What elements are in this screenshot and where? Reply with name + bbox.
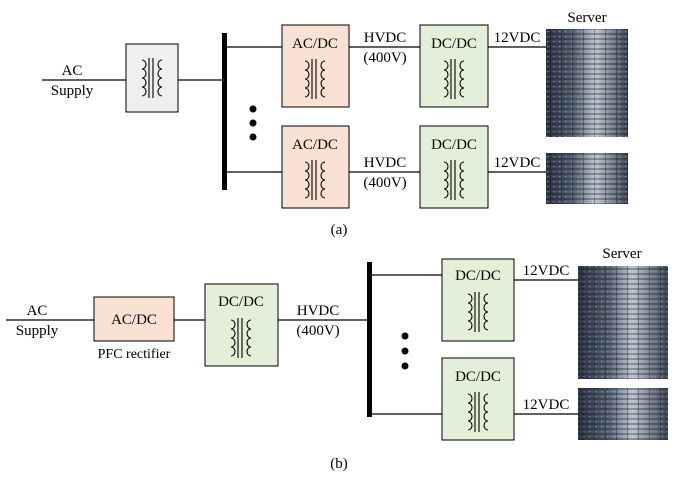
server-rack-image xyxy=(578,266,668,379)
ac-supply-label-a: AC xyxy=(62,63,83,79)
ac-dc-rectifier-block: AC/DC xyxy=(281,24,350,108)
ac-supply-label-b: AC xyxy=(27,303,48,319)
branch-top-a: AC/DC HVDC (400V) DC/DC 12VDC xyxy=(227,24,546,108)
output-voltage-label: 12VDC xyxy=(523,263,570,279)
hvdc-distribution-bus-b xyxy=(367,262,372,417)
ac-supply-sub-label-b: Supply xyxy=(16,323,59,339)
dc-dc-label: DC/DC xyxy=(431,137,477,153)
hvdc-label-b: HVDC xyxy=(297,303,340,319)
pfc-rectifier-block: AC/DC xyxy=(93,296,175,342)
server-label-b: Server xyxy=(602,246,641,262)
ac-dc-label: AC/DC xyxy=(292,36,338,52)
server-rack-image xyxy=(546,153,628,204)
dc-dc-converter-block: DC/DC xyxy=(419,24,489,108)
ac-supply-sub-label-a: Supply xyxy=(51,83,94,99)
diagram-b: AC Supply AC/DC PFC rectifier DC/DC HVDC… xyxy=(6,246,668,472)
hvdc-voltage-label-b: (400V) xyxy=(296,323,339,339)
diagram-a: AC Supply AC/DC HVDC (400V) xyxy=(42,10,628,238)
output-voltage-label: 12VDC xyxy=(494,155,541,171)
branch-bottom-b: DC/DC 12VDC xyxy=(372,357,578,441)
hvdc-label: HVDC xyxy=(364,30,407,46)
server-rack-image xyxy=(578,388,668,440)
ac-dc-label: AC/DC xyxy=(292,137,338,153)
server-rack-image xyxy=(546,29,628,137)
hvdc-label: HVDC xyxy=(364,155,407,171)
ellipsis-dots-a xyxy=(249,105,257,141)
ac-dc-label: AC/DC xyxy=(111,312,157,328)
output-voltage-label: 12VDC xyxy=(494,30,541,46)
ac-distribution-bus-a xyxy=(222,33,227,190)
input-transformer-a xyxy=(125,43,179,113)
hvdc-voltage-label: (400V) xyxy=(363,50,406,66)
hvdc-voltage-label: (400V) xyxy=(363,175,406,191)
server-label-a: Server xyxy=(567,10,606,26)
dc-dc-label: DC/DC xyxy=(455,369,501,385)
ac-dc-rectifier-block: AC/DC xyxy=(281,125,350,209)
caption-a: (a) xyxy=(331,222,348,238)
pfc-rectifier-caption: PFC rectifier xyxy=(98,347,171,362)
caption-b: (b) xyxy=(330,456,348,472)
central-dc-dc-block: DC/DC xyxy=(204,283,279,367)
dc-dc-label: DC/DC xyxy=(218,294,264,310)
dc-dc-label: DC/DC xyxy=(455,268,501,284)
branch-bottom-a: AC/DC HVDC (400V) DC/DC 12VDC xyxy=(227,125,546,209)
ellipsis-dots-b xyxy=(401,332,409,370)
dc-dc-label: DC/DC xyxy=(431,36,477,52)
branch-top-b: DC/DC 12VDC xyxy=(372,258,578,342)
dc-dc-converter-block: DC/DC xyxy=(441,258,515,342)
output-voltage-label: 12VDC xyxy=(523,397,570,413)
dc-dc-converter-block: DC/DC xyxy=(419,125,489,209)
dc-dc-converter-block: DC/DC xyxy=(441,357,515,441)
